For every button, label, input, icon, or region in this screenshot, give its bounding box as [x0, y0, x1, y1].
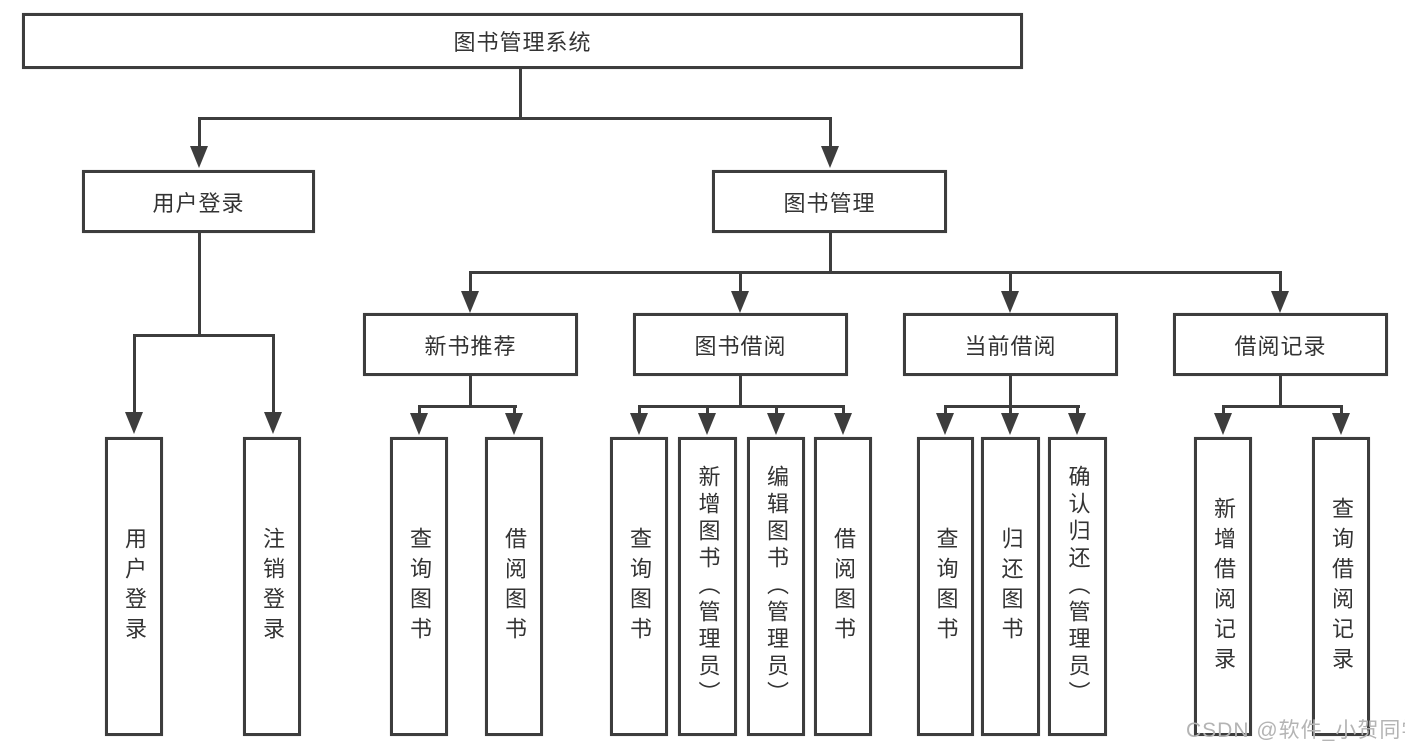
node-user-login: 用户登录 [82, 170, 315, 233]
connector-bookmgmt-drop-4 [1279, 271, 1282, 293]
connector-bookborrow-drop-3 [775, 405, 778, 415]
watermark: CSDN @软件_小贺同学 [1186, 719, 1405, 742]
node-current-borrow: 当前借阅 [903, 313, 1118, 376]
arrow-down-icon [1214, 413, 1232, 435]
connector-currentborrow-drop-3 [1076, 405, 1079, 415]
connector-newbook-drop-1 [418, 405, 421, 415]
connector-bookmgmt-drop-3 [1009, 271, 1012, 293]
leaf-query-book-current: 查询图书 [917, 437, 974, 736]
connector-userlogin-drop-1 [133, 334, 136, 413]
leaf-confirm-return-admin: 确认归还（管理员） [1048, 437, 1107, 736]
arrow-down-icon [1001, 413, 1019, 435]
leaf-borrow-book-recommend-label: 借阅图书 [502, 526, 527, 647]
arrow-down-icon [461, 291, 479, 313]
node-user-login-label: 用户登录 [152, 190, 245, 216]
connector-root-drop-left [198, 117, 201, 148]
node-new-book-recommend-label: 新书推荐 [424, 333, 517, 359]
leaf-logout: 注销登录 [243, 437, 301, 736]
connector-currentborrow-drop-1 [944, 405, 947, 415]
leaf-return-book-label: 归还图书 [998, 526, 1024, 647]
connector-newbook-bar [418, 405, 517, 408]
connector-bookmgmt-stem [829, 233, 832, 274]
connector-root-stem [519, 69, 522, 119]
arrow-down-icon [1068, 413, 1086, 435]
leaf-confirm-return-admin-label: 确认归还（管理员） [1065, 465, 1091, 708]
leaf-query-book-borrow-label: 查询图书 [627, 526, 652, 647]
arrow-down-icon [1332, 413, 1350, 435]
arrow-down-icon [125, 412, 143, 434]
node-book-borrow: 图书借阅 [633, 313, 848, 376]
leaf-add-borrow-record-label: 新增借阅记录 [1211, 496, 1236, 677]
arrow-down-icon [190, 146, 208, 168]
node-book-management: 图书管理 [712, 170, 947, 233]
leaf-query-borrow-record: 查询借阅记录 [1312, 437, 1370, 736]
connector-borrowrecord-drop-2 [1340, 405, 1343, 415]
arrow-down-icon [264, 412, 282, 434]
arrow-down-icon [410, 413, 428, 435]
connector-root-drop-right [829, 117, 832, 148]
connector-borrowrecord-stem [1279, 376, 1282, 408]
node-root: 图书管理系统 [22, 13, 1023, 69]
leaf-logout-label: 注销登录 [260, 526, 285, 647]
arrow-down-icon [834, 413, 852, 435]
connector-bookmgmt-drop-2 [739, 271, 742, 293]
arrow-down-icon [630, 413, 648, 435]
arrow-down-icon [821, 146, 839, 168]
leaf-query-book-borrow: 查询图书 [610, 437, 668, 736]
connector-bookborrow-drop-2 [706, 405, 709, 415]
connector-newbook-stem [469, 376, 472, 408]
leaf-add-book-admin: 新增图书（管理员） [678, 437, 737, 736]
connector-userlogin-drop-2 [272, 334, 275, 413]
leaf-borrow-book-label: 借阅图书 [831, 526, 856, 647]
leaf-query-book-recommend-label: 查询图书 [407, 526, 432, 647]
node-current-borrow-label: 当前借阅 [964, 333, 1057, 359]
leaf-edit-book-admin: 编辑图书（管理员） [747, 437, 805, 736]
node-borrow-record-label: 借阅记录 [1234, 333, 1327, 359]
node-book-borrow-label: 图书借阅 [694, 333, 787, 359]
connector-bookborrow-drop-1 [638, 405, 641, 415]
arrow-down-icon [936, 413, 954, 435]
connector-userlogin-bar [133, 334, 274, 337]
connector-borrowrecord-drop-1 [1222, 405, 1225, 415]
connector-root-bar [198, 117, 832, 120]
leaf-user-login: 用户登录 [105, 437, 163, 736]
connector-currentborrow-stem [1009, 376, 1012, 408]
arrow-down-icon [1271, 291, 1289, 313]
leaf-add-book-admin-label: 新增图书（管理员） [695, 465, 721, 708]
leaf-return-book: 归还图书 [981, 437, 1040, 736]
node-book-management-label: 图书管理 [783, 190, 876, 216]
node-borrow-record: 借阅记录 [1173, 313, 1388, 376]
connector-borrowrecord-bar [1222, 405, 1342, 408]
leaf-query-book-current-label: 查询图书 [933, 526, 959, 647]
leaf-add-borrow-record: 新增借阅记录 [1194, 437, 1252, 736]
connector-bookborrow-drop-4 [842, 405, 845, 415]
arrow-down-icon [505, 413, 523, 435]
node-root-label: 图书管理系统 [453, 30, 592, 55]
arrow-down-icon [1001, 291, 1019, 313]
leaf-borrow-book: 借阅图书 [814, 437, 872, 736]
connector-bookborrow-bar [638, 405, 844, 408]
connector-bookmgmt-bar [469, 271, 1282, 274]
leaf-query-borrow-record-label: 查询借阅记录 [1329, 496, 1354, 677]
connector-newbook-drop-2 [513, 405, 516, 415]
connector-bookmgmt-drop-1 [469, 271, 472, 293]
arrow-down-icon [698, 413, 716, 435]
connector-userlogin-stem [198, 233, 201, 337]
leaf-borrow-book-recommend: 借阅图书 [485, 437, 543, 736]
leaf-user-login-label: 用户登录 [122, 526, 147, 647]
leaf-query-book-recommend: 查询图书 [390, 437, 448, 736]
leaf-edit-book-admin-label: 编辑图书（管理员） [764, 465, 789, 708]
arrow-down-icon [767, 413, 785, 435]
node-new-book-recommend: 新书推荐 [363, 313, 578, 376]
connector-currentborrow-bar [944, 405, 1080, 408]
arrow-down-icon [731, 291, 749, 313]
connector-currentborrow-drop-2 [1009, 405, 1012, 415]
connector-bookborrow-stem [739, 376, 742, 408]
